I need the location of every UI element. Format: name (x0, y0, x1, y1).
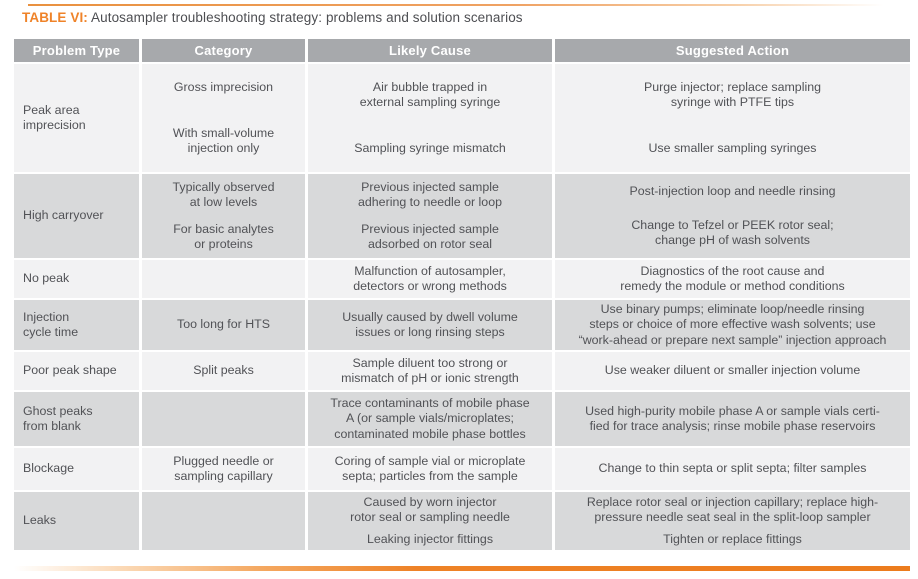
cell-text: Change to thin septa or split septa; fil… (598, 461, 867, 476)
column-header-problem-type: Problem Type (14, 39, 142, 64)
table-row: Poor peak shape Split peaks Sample diluent… (14, 352, 910, 392)
problem-type-cell: Leaks (14, 492, 142, 550)
likely-cause-cell: Malfunction of autosampler,detectors or … (308, 260, 555, 300)
cell-text: Leaks (23, 513, 57, 528)
cell-text: Replace rotor seal or injection capillar… (586, 495, 879, 525)
cell-text: Blockage (23, 461, 74, 476)
cell-text: Change to Tefzel or PEEK rotor seal;chan… (631, 218, 834, 248)
cell-text: Tighten or replace fittings (663, 531, 802, 546)
category-cell: Split peaks (142, 352, 308, 392)
column-header-category: Category (142, 39, 308, 64)
cell-text: Gross imprecision (173, 79, 274, 94)
cell-text: High carryover (23, 208, 104, 223)
suggested-action-cell: Used high-purity mobile phase A or sampl… (555, 392, 910, 448)
top-accent-rule (28, 4, 910, 6)
cell-text: Malfunction of autosampler,detectors or … (353, 263, 507, 293)
problem-type-cell: Poor peak shape (14, 352, 142, 392)
problem-type-cell: No peak (14, 260, 142, 300)
problem-type-cell: Blockage (14, 448, 142, 492)
table-title: TABLE VI: Autosampler troubleshooting st… (22, 10, 902, 25)
cell-text: Split peaks (193, 363, 254, 378)
cell-text: Used high-purity mobile phase A or sampl… (585, 403, 880, 433)
table-row: No peak Malfunction of autosampler,detect… (14, 260, 910, 300)
cell-text: Post-injection loop and needle rinsing (629, 183, 836, 198)
table-title-text: Autosampler troubleshooting strategy: pr… (87, 10, 523, 25)
category-cell (142, 392, 308, 448)
cell-text: Use binary pumps; eliminate loop/needle … (578, 302, 887, 347)
problem-type-cell: High carryover (14, 174, 142, 260)
suggested-action-cell: Use binary pumps; eliminate loop/needle … (555, 300, 910, 352)
cell-text: Leaking injector fittings (366, 531, 494, 546)
suggested-action-cell: Change to thin septa or split septa; fil… (555, 448, 910, 492)
column-header-suggested-action: Suggested Action (555, 39, 910, 64)
suggested-action-cell: Use weaker diluent or smaller injection … (555, 352, 910, 392)
cell-text: Poor peak shape (23, 363, 117, 378)
cell-text: Use smaller sampling syringes (648, 141, 817, 156)
cell-text: Use weaker diluent or smaller injection … (604, 363, 861, 378)
category-cell (142, 492, 308, 550)
cell-text: No peak (23, 271, 70, 286)
category-cell: Too long for HTS (142, 300, 308, 352)
cell-text: Too long for HTS (177, 317, 270, 332)
bottom-accent-bar (14, 566, 910, 571)
cell-text: Sampling syringe mismatch (354, 141, 506, 156)
column-header-likely-cause: Likely Cause (308, 39, 555, 64)
suggested-action-cell: Replace rotor seal or injection capillar… (555, 492, 910, 550)
table-title-label: TABLE VI: (22, 10, 88, 25)
category-cell (142, 260, 308, 300)
